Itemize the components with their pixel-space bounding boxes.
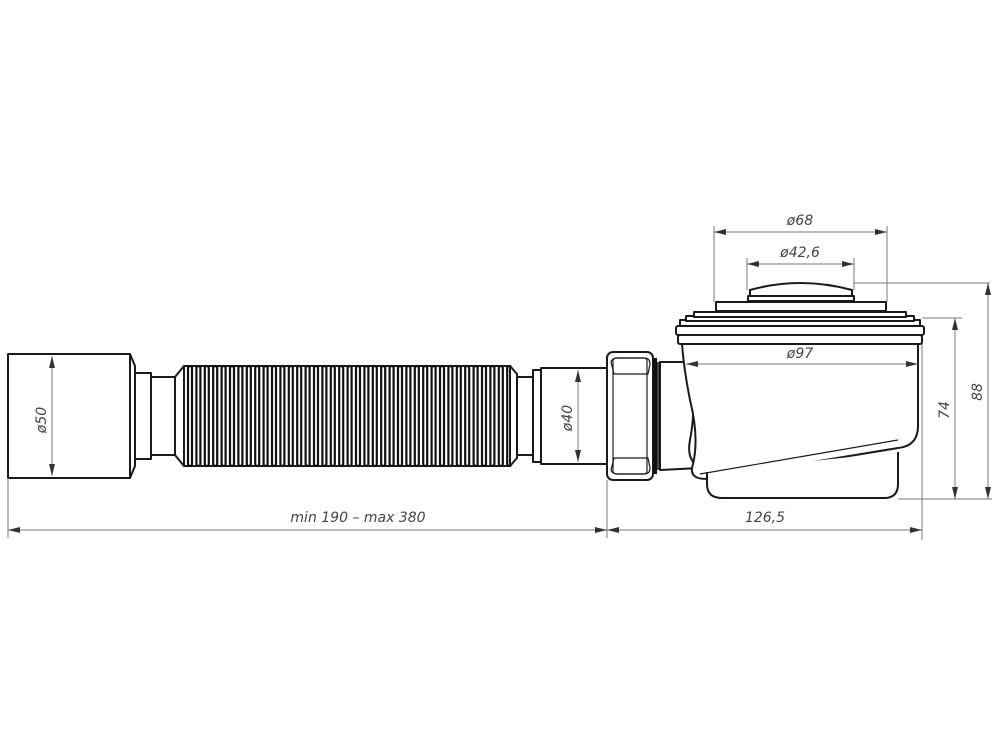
label-body-height: 74 [937,401,953,419]
dim-outlet-diameter: ø50 [34,356,55,476]
dim-body-height: 74 [937,318,958,499]
label-body-diameter: ø97 [786,346,813,362]
dim-cap-outer-diameter: ø68 [713,213,888,302]
label-total-height: 88 [970,383,986,401]
dim-hose-length: min 190 – max 380 [8,510,607,533]
dim-inlet-diameter: ø40 [560,370,581,462]
label-cap-outer-diameter: ø68 [786,213,813,229]
outlet-socket [7,353,185,479]
label-cap-inner-diameter: ø42,6 [779,245,820,261]
inlet-spigot [509,365,608,467]
dim-body-diameter: ø97 [686,346,918,367]
label-hose-length: min 190 – max 380 [290,510,425,526]
dim-cap-inner-diameter: ø42,6 [746,245,855,290]
dim-body-length: 126,5 [607,510,922,533]
dim-total-height: 88 [970,283,991,499]
union-nut [606,351,660,481]
label-body-length: 126,5 [745,510,785,526]
drain-body [659,282,925,499]
label-inlet-diameter: ø40 [560,405,576,432]
corrugated-hose [183,364,513,468]
label-outlet-diameter: ø50 [34,407,50,434]
